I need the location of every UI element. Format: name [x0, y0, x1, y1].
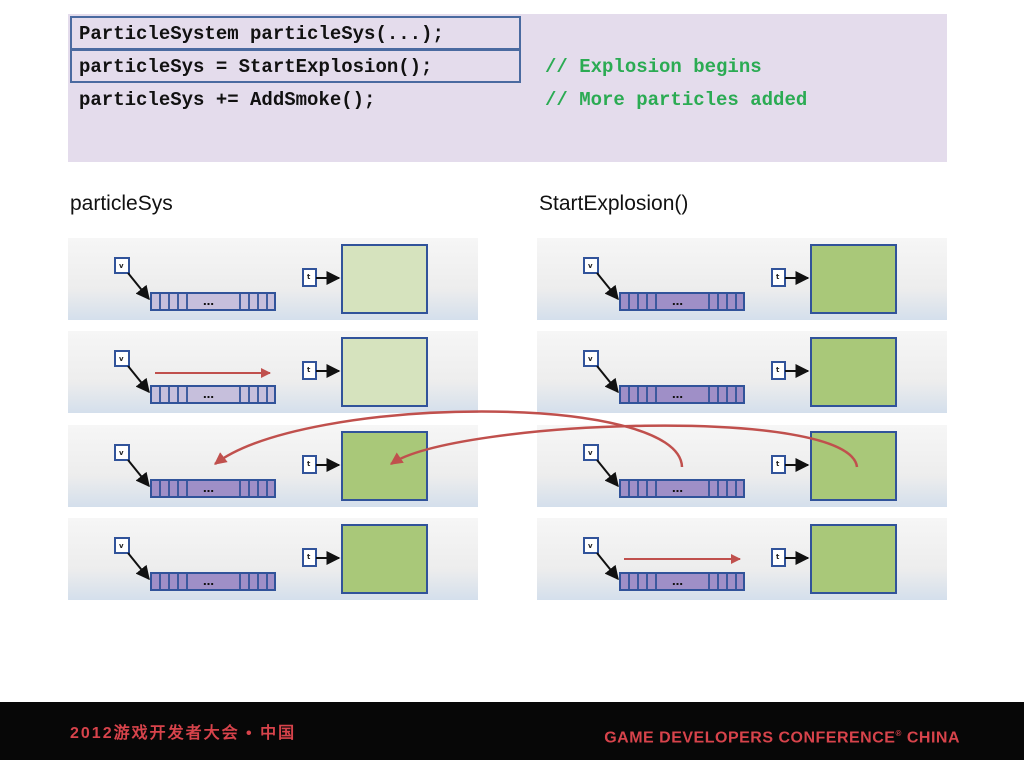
right-column-label: StartExplosion() [539, 192, 689, 215]
code-panel [68, 14, 947, 162]
code-highlight-line-2 [70, 49, 521, 83]
conference-footer: 2012游戏开发者大会 • 中国 GAME DEVELOPERS CONFERE… [0, 702, 1024, 760]
registered-mark: ® [895, 729, 902, 738]
footer-conference-name: GAME DEVELOPERS CONFERENCE [604, 729, 896, 747]
right-step-2-panel [537, 331, 947, 413]
footer-right-text: GAME DEVELOPERS CONFERENCE® CHINA [604, 724, 960, 748]
code-comment-3: // More particles added [545, 89, 808, 111]
right-step-4-panel [537, 518, 947, 600]
footer-left-text: 2012游戏开发者大会 • 中国 [70, 725, 297, 742]
left-step-3-panel [68, 425, 478, 507]
code-line-3: particleSys += AddSmoke(); [79, 89, 376, 111]
right-step-3-panel [537, 425, 947, 507]
right-step-1-panel [537, 238, 947, 320]
code-line-1: ParticleSystem particleSys(...); [79, 23, 444, 45]
left-step-4-panel [68, 518, 478, 600]
footer-country: CHINA [906, 729, 960, 747]
left-step-1-panel [68, 238, 478, 320]
code-comment-2: // Explosion begins [545, 56, 762, 78]
left-column-label: particleSys [70, 192, 173, 215]
code-line-2: particleSys = StartExplosion(); [79, 56, 433, 78]
left-step-2-panel [68, 331, 478, 413]
